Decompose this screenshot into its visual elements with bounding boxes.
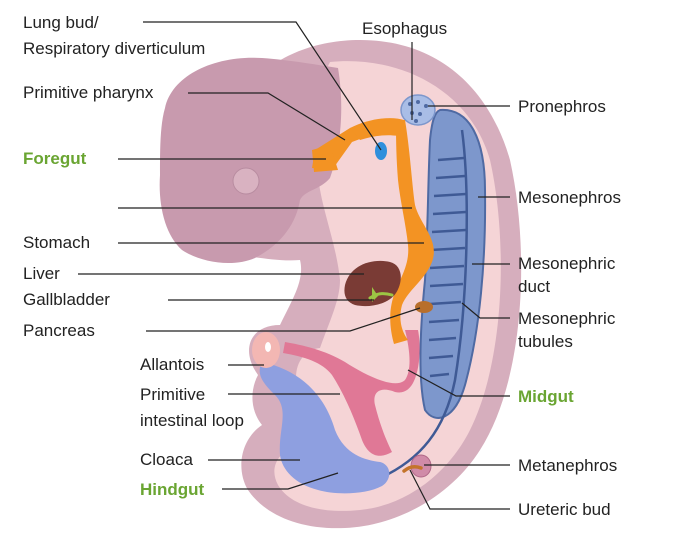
leader-midgut [407, 369, 510, 397]
label-gallbladder: Gallbladder [23, 290, 110, 309]
label-primitive-intestinal-loop-line1: Primitive [140, 385, 205, 404]
midgut [283, 330, 420, 456]
pronephros-dots [408, 100, 428, 123]
tubule [430, 246, 466, 252]
gallbladder [368, 292, 394, 300]
urogenital-structures [379, 94, 487, 480]
label-stomach: Stomach [23, 233, 90, 252]
left-labels: Lung bud/ Respiratory diverticulum Primi… [23, 13, 244, 499]
tubule [433, 192, 467, 198]
label-foregut: Foregut [23, 149, 87, 168]
esophagus-stomach [390, 120, 434, 344]
right-labels: Esophagus Pronephros Mesonephros Mesonep… [362, 19, 621, 519]
leader-pancreas [146, 307, 421, 332]
label-cloaca: Cloaca [140, 450, 193, 469]
gut-tube [252, 118, 434, 494]
label-esophagus: Esophagus [362, 19, 447, 38]
label-metanephros: Metanephros [518, 456, 617, 475]
tubule [429, 372, 450, 378]
pronephros [400, 94, 436, 126]
mesonephric-duct-line [379, 129, 468, 480]
tubule [435, 174, 466, 180]
label-mesonephric-duct-line2: duct [518, 277, 550, 296]
leader-mesonephric-tubules [461, 302, 510, 319]
tubule [431, 228, 467, 234]
leader-primitive-pharynx [188, 92, 346, 141]
label-lung-bud-line2: Respiratory diverticulum [23, 39, 205, 58]
label-primitive-pharynx: Primitive pharynx [23, 83, 154, 102]
tubule [428, 354, 454, 360]
head-fold [159, 57, 342, 264]
label-pronephros: Pronephros [518, 97, 606, 116]
leader-ureteric-bud [409, 469, 510, 510]
label-primitive-intestinal-loop-line2: intestinal loop [140, 411, 244, 430]
tubule [429, 282, 464, 288]
tubule [428, 318, 460, 324]
tubule [429, 264, 465, 270]
label-pancreas: Pancreas [23, 321, 95, 340]
allantois-lumen [265, 342, 271, 352]
label-ureteric-bud: Ureteric bud [518, 500, 611, 519]
mesonephros-body [419, 108, 487, 419]
tubule [437, 156, 465, 162]
pancreas [415, 301, 433, 313]
label-midgut: Midgut [518, 387, 574, 406]
tubule [429, 300, 462, 306]
label-lung-bud-line1: Lung bud/ [23, 13, 99, 32]
gallbladder-sac [372, 287, 378, 302]
leader-lines [78, 21, 510, 510]
label-mesonephric-duct-line1: Mesonephric [518, 254, 616, 273]
ureteric-bud [402, 465, 423, 473]
leader-lung-bud [143, 21, 382, 151]
label-mesonephric-tubules-line2: tubules [518, 332, 573, 351]
tubule [428, 336, 457, 342]
tubule [432, 210, 467, 216]
mesonephric-tubules [428, 156, 467, 378]
label-allantois: Allantois [140, 355, 204, 374]
label-hindgut: Hindgut [140, 480, 205, 499]
leader-hindgut [222, 472, 339, 490]
label-mesonephros: Mesonephros [518, 188, 621, 207]
optic-bulge [232, 167, 260, 195]
label-mesonephric-tubules-line1: Mesonephric [518, 309, 616, 328]
label-liver: Liver [23, 264, 60, 283]
